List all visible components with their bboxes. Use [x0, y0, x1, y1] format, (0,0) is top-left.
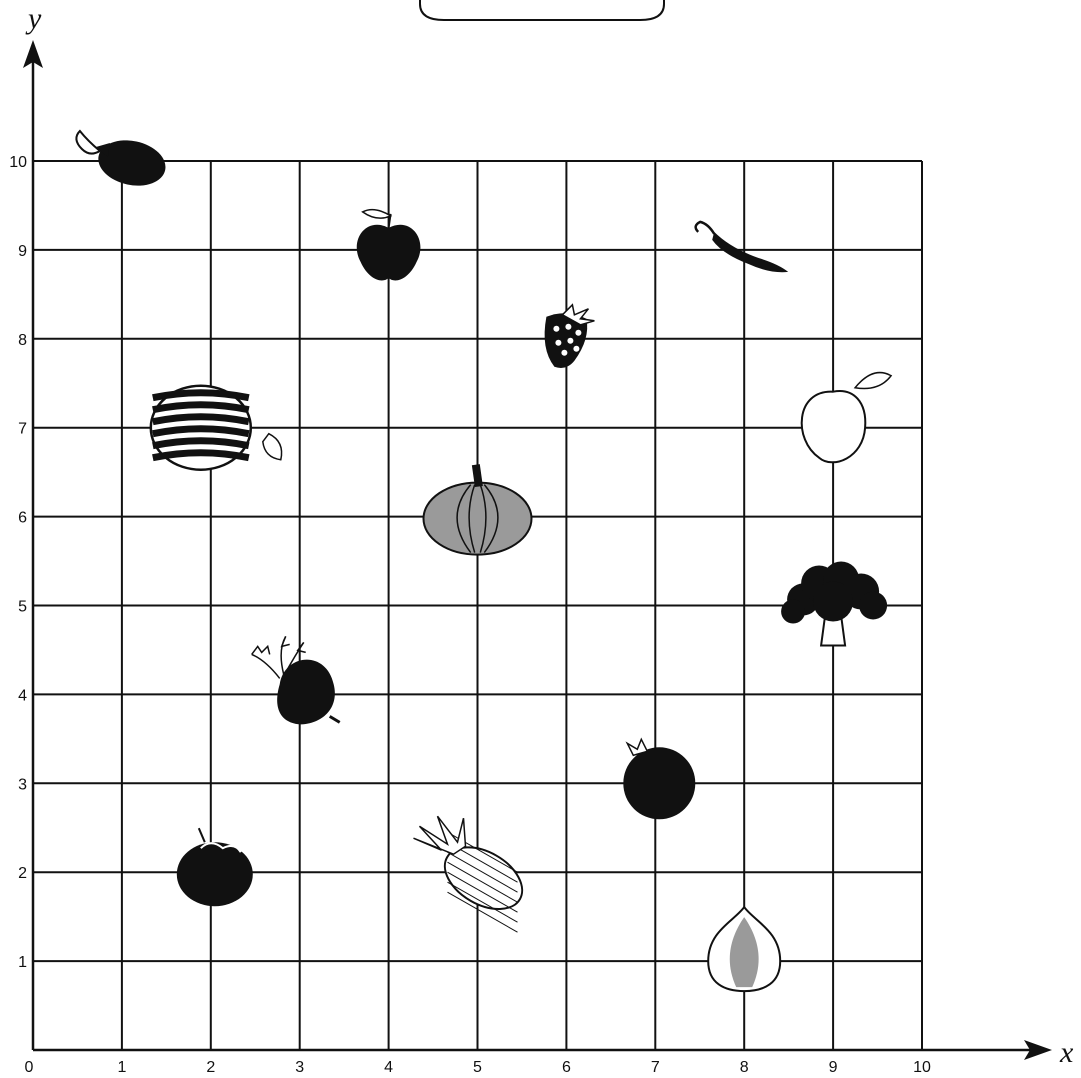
title-banner: [420, 0, 664, 20]
y-axis-name: y: [25, 2, 42, 35]
broccoli-marker: [781, 562, 887, 646]
y-tick-label: 1: [18, 954, 27, 971]
y-tick-label: 7: [18, 421, 27, 438]
beetroot-marker: [252, 636, 340, 724]
x-axis-name: x: [1059, 1036, 1074, 1069]
x-tick-label: 4: [384, 1059, 393, 1076]
pineapple-marker: [414, 816, 533, 932]
y-tick-label: 10: [9, 154, 27, 171]
tomato-marker: [177, 828, 253, 906]
x-tick-labels: 0 1 2 3 4 5 6 7 8 9 10: [25, 1059, 931, 1076]
pumpkin-marker: [424, 464, 532, 554]
y-tick-label: 8: [18, 332, 27, 349]
x-tick-label: 10: [913, 1059, 931, 1076]
y-tick-label: 6: [18, 510, 27, 527]
y-tick-label: 9: [18, 243, 27, 260]
axes: x y: [23, 2, 1074, 1069]
x-tick-label: 1: [117, 1059, 126, 1076]
chili-marker: [696, 222, 789, 272]
strawberry-marker: [545, 305, 595, 368]
x-tick-label: 3: [295, 1059, 304, 1076]
x-tick-label: 9: [829, 1059, 838, 1076]
x-tick-label: 7: [651, 1059, 660, 1076]
plotted-items: [76, 131, 891, 991]
x-tick-label: 0: [25, 1059, 34, 1076]
x-tick-label: 5: [473, 1059, 482, 1076]
y-tick-label: 5: [18, 599, 27, 616]
pomegranate-marker: [623, 739, 695, 819]
fig-marker: [708, 907, 780, 991]
x-tick-label: 2: [206, 1059, 215, 1076]
x-tick-label: 8: [740, 1059, 749, 1076]
x-tick-label: 6: [562, 1059, 571, 1076]
y-tick-label: 2: [18, 865, 27, 882]
mango-marker: [802, 373, 891, 463]
y-tick-labels: 1 2 3 4 5 6 7 8 9 10: [9, 154, 27, 971]
y-tick-label: 4: [18, 687, 27, 704]
y-tick-label: 3: [18, 776, 27, 793]
